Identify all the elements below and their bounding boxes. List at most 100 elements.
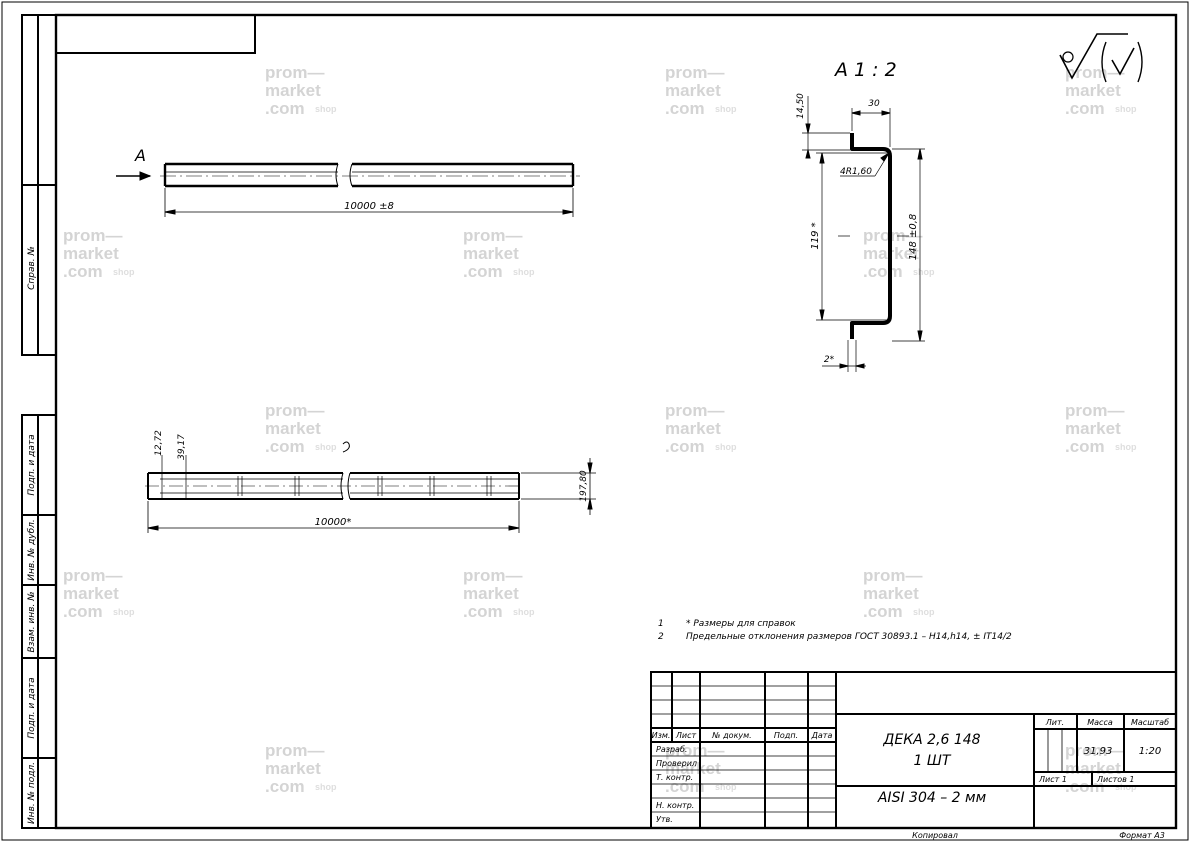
watermark-text: shop	[715, 104, 737, 114]
roughness-icon	[1059, 33, 1143, 83]
col-izm: Изм.	[652, 731, 671, 740]
watermark-text: prom—	[265, 741, 325, 760]
watermark-text: .com	[665, 99, 705, 118]
title-block: Изм. Лист № докум. Подп. Дата Разраб. Пр…	[650, 671, 1177, 829]
watermark-text: shop	[913, 607, 935, 617]
watermark-text: shop	[715, 782, 737, 792]
watermark-text: shop	[315, 442, 337, 452]
dim-web-inner: 119 *	[810, 222, 821, 249]
watermark-text: market	[265, 419, 321, 438]
watermark-text: market	[265, 759, 321, 778]
watermark-text: shop	[913, 267, 935, 277]
watermark-text: shop	[1115, 104, 1137, 114]
watermark-text: market	[1065, 759, 1121, 778]
watermark-text: prom—	[63, 566, 123, 585]
scale-value: 1:20	[1139, 746, 1161, 757]
watermark-text: prom—	[863, 226, 923, 245]
view-plan: 12,72 39,17 10000* 197,80	[145, 430, 596, 533]
note-1-num: 1	[658, 619, 664, 629]
watermark-text: prom—	[665, 401, 725, 420]
row-checked: Проверил	[656, 759, 697, 768]
col-sign: Подп.	[774, 731, 798, 740]
watermark-text: prom—	[665, 63, 725, 82]
note-1-text: * Размеры для справок	[686, 619, 796, 629]
dim-length-a: 10000 ±8	[344, 201, 394, 212]
watermark-text: shop	[315, 782, 337, 792]
left-binding-strip: Справ. № Подп. и дата Инв. № дубл. Взам.…	[21, 14, 57, 829]
watermark-text: market	[1065, 81, 1121, 100]
watermark-text: shop	[113, 607, 135, 617]
watermark-text: .com	[63, 262, 103, 281]
dim-12-72: 12,72	[154, 430, 164, 456]
hdr-lit: Лит.	[1045, 718, 1064, 727]
watermark-text: prom—	[63, 226, 123, 245]
watermark-text: .com	[463, 262, 503, 281]
designation: ДЕКА 2,6 148	[882, 732, 980, 748]
hdr-scale: Масштаб	[1131, 718, 1169, 727]
watermark-text: .com	[665, 437, 705, 456]
watermark-text: prom—	[265, 63, 325, 82]
strip-label-sign-date-1: Подп. и дата	[27, 434, 37, 495]
row-tech-control: Т. контр.	[656, 773, 693, 782]
dim-width: 197,80	[579, 470, 589, 502]
note-2-text: Предельные отклонения размеров ГОСТ 3089…	[686, 632, 1012, 642]
hdr-mass: Масса	[1087, 718, 1113, 727]
dim-39-17: 39,17	[177, 434, 187, 460]
sheet-count: Листов 1	[1096, 775, 1135, 784]
watermark-text: prom—	[665, 741, 725, 760]
dim-length-plan: 10000*	[315, 517, 352, 528]
watermark-text: market	[463, 584, 519, 603]
watermark-text: market	[463, 244, 519, 263]
watermark-text: shop	[113, 267, 135, 277]
watermark-text: .com	[665, 777, 705, 796]
strip-label-dup-inv: Инв. № дубл.	[27, 519, 37, 581]
watermark-text: .com	[63, 602, 103, 621]
watermark-text: shop	[1115, 442, 1137, 452]
col-date: Дата	[811, 731, 833, 740]
watermark-text: .com	[265, 437, 305, 456]
watermark-text: shop	[513, 267, 535, 277]
view-a-side: A 10000 ±8	[116, 146, 580, 217]
watermark-text: shop	[315, 104, 337, 114]
watermark-text: .com	[863, 262, 903, 281]
view-a-label: A	[134, 146, 146, 165]
watermark-text: prom—	[265, 401, 325, 420]
watermark-text: market	[63, 584, 119, 603]
technical-notes: 1 * Размеры для справок 2 Предельные отк…	[658, 619, 1012, 642]
watermark-text: .com	[1065, 437, 1105, 456]
watermark-text: prom—	[863, 566, 923, 585]
section-a: А 1 : 2	[796, 59, 925, 372]
footer-copied: Копировал	[912, 831, 958, 840]
note-2-num: 2	[658, 632, 664, 642]
watermark-text: prom—	[1065, 741, 1125, 760]
watermark-text: market	[1065, 419, 1121, 438]
footer-format: Формат А3	[1119, 831, 1165, 840]
watermark-text: market	[665, 419, 721, 438]
watermark-text: prom—	[463, 566, 523, 585]
watermark-text: .com	[265, 99, 305, 118]
strip-label-orig-inv: Инв. № подл.	[27, 762, 37, 824]
watermark-text: shop	[513, 607, 535, 617]
watermark-text: shop	[715, 442, 737, 452]
strip-label-sign-date-2: Подп. и дата	[27, 677, 37, 738]
watermark-text: market	[863, 584, 919, 603]
col-list: Лист	[675, 731, 697, 740]
view-arrow-icon	[139, 171, 152, 181]
dim-thickness: 2*	[824, 355, 835, 365]
watermark-text: market	[63, 244, 119, 263]
strip-label-replace-inv: Взам. инв. №	[27, 591, 37, 652]
dim-radius: 4R1,60	[840, 167, 872, 177]
watermark-text: .com	[863, 602, 903, 621]
row-approved: Утв.	[656, 815, 673, 824]
strip-label-ref-no: Справ. №	[27, 246, 37, 290]
watermark-tile: prom—market.com shop	[63, 566, 135, 621]
